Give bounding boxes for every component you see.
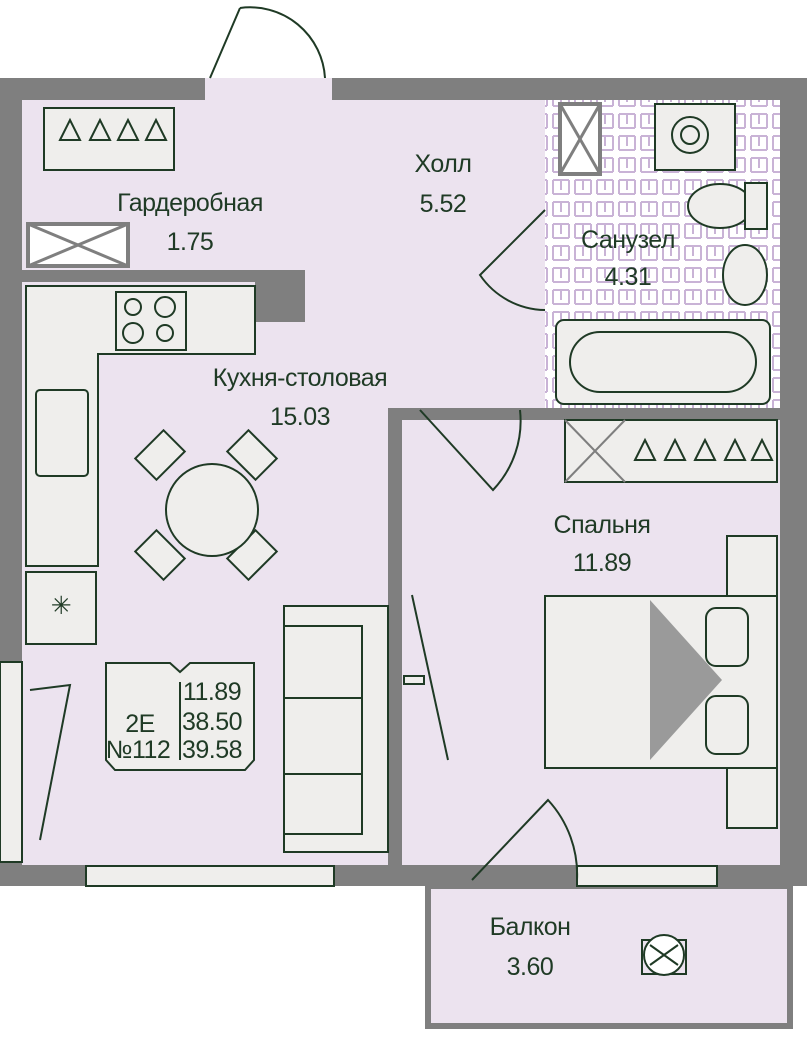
room-balcony	[425, 883, 793, 1029]
pillow	[705, 607, 749, 667]
window	[576, 865, 718, 887]
room-area: 3.60	[507, 953, 554, 981]
entrance-door	[209, 6, 326, 79]
sink	[722, 244, 768, 306]
armchair	[29, 683, 72, 841]
plant-icon	[641, 934, 687, 976]
balcony-door	[471, 798, 579, 881]
bathroom-door	[478, 209, 546, 311]
window	[0, 661, 23, 863]
living-area: 11.89	[183, 678, 241, 706]
dining-table	[133, 428, 279, 582]
kitchen-counter	[25, 285, 256, 567]
room-area: 15.03	[270, 403, 330, 431]
entrance-door-opening	[205, 78, 332, 100]
apartment-type: 2E	[125, 710, 155, 738]
fridge	[25, 571, 97, 645]
washing-machine	[654, 103, 736, 171]
room-name: Санузел	[581, 226, 675, 254]
total-area: 38.50	[182, 708, 242, 736]
room-name: Кухня-столовая	[213, 364, 387, 392]
room-area: 4.31	[605, 263, 652, 291]
nightstand	[726, 535, 778, 597]
hanger-icon	[58, 117, 168, 141]
window	[85, 865, 335, 887]
pillow	[705, 695, 749, 755]
toilet	[687, 183, 753, 229]
sofa	[283, 605, 389, 853]
room-name: Спальня	[554, 511, 651, 539]
hanger-icon	[633, 437, 774, 461]
kitchen-sink	[35, 389, 89, 477]
tv-unit	[403, 594, 449, 761]
room-area: 5.52	[420, 190, 467, 218]
room-name: Гардеробная	[117, 189, 263, 217]
bedroom-wardrobe	[564, 419, 778, 483]
bathtub	[555, 319, 771, 405]
nightstand	[726, 767, 778, 829]
apartment-number: №112	[106, 736, 171, 764]
snowflake-icon: ✳	[51, 592, 71, 620]
room-area: 11.89	[573, 549, 631, 577]
room-name: Холл	[415, 150, 472, 178]
room-name: Балкон	[490, 913, 571, 941]
bedroom-door	[419, 409, 522, 492]
apartment-badge: 2E №112 11.89 38.50 39.58	[105, 662, 255, 771]
area-with-balcony: 39.58	[182, 736, 242, 764]
room-area: 1.75	[167, 228, 214, 256]
